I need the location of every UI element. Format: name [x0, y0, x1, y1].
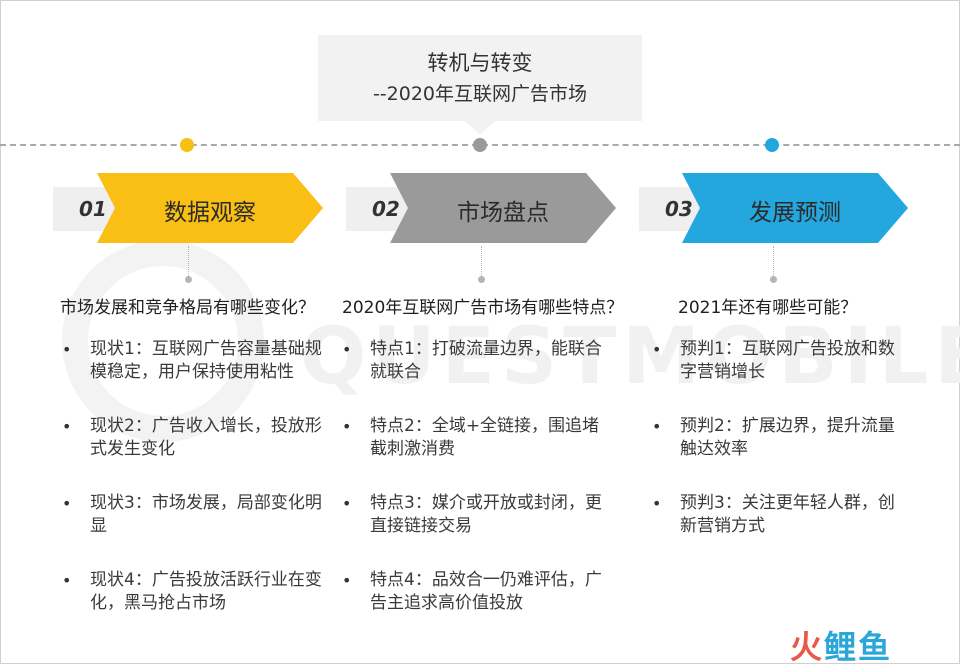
- bullet-list-1: 现状1：互联网广告容量基础规模稳定，用户保持使用粘性 现状2：广告收入增长，投放…: [60, 338, 335, 646]
- question-3: 2021年还有哪些可能？: [678, 298, 858, 318]
- step-connector-dot-3: [770, 276, 777, 283]
- list-item: 特点2：全域+全链接，围追堵截刺激消费: [340, 415, 615, 461]
- step-heading-2: 市场盘点: [457, 200, 549, 226]
- list-item: 现状1：互联网广告容量基础规模稳定，用户保持使用粘性: [60, 338, 335, 384]
- step-number-1: 01: [79, 197, 107, 221]
- list-item: 预判3：关注更年轻人群，创新营销方式: [650, 492, 905, 538]
- list-item: 预判1：互联网广告投放和数字营销增长: [650, 338, 905, 384]
- question-2: 2020年互联网广告市场有哪些特点？: [342, 298, 624, 318]
- step-arrow-shape-2: [390, 173, 616, 243]
- step-number-2: 02: [372, 197, 400, 221]
- brand-logo-part2: 鲤鱼: [824, 628, 893, 666]
- step-heading-3: 发展预测: [749, 200, 841, 226]
- list-item: 现状3：市场发展，局部变化明显: [60, 492, 335, 538]
- step-connector-dot-2: [478, 276, 485, 283]
- step-connector-3: [773, 246, 774, 278]
- list-item: 特点3：媒介或开放或封闭，更直接链接交易: [340, 492, 615, 538]
- title-box: 转机与转变 --2020年互联网广告市场: [318, 35, 642, 135]
- list-item: 预判2：扩展边界，提升流量触达效率: [650, 415, 905, 461]
- timeline-dot-2: [473, 138, 487, 152]
- step-arrow-1: 数据观察: [97, 173, 323, 243]
- page-subtitle: --2020年互联网广告市场: [372, 83, 588, 105]
- timeline-dot-3: [765, 138, 779, 152]
- step-number-3: 03: [665, 197, 693, 221]
- step-connector-1: [188, 246, 189, 278]
- bullet-list-3: 预判1：互联网广告投放和数字营销增长 预判2：扩展边界，提升流量触达效率 预判3…: [650, 338, 905, 569]
- page-title: 转机与转变: [427, 51, 533, 75]
- step-connector-2: [481, 246, 482, 278]
- step-heading-1: 数据观察: [164, 200, 256, 226]
- list-item: 特点4：品效合一仍难评估，广告主追求高价值投放: [340, 569, 615, 615]
- step-arrow-shape-1: [97, 173, 323, 243]
- bullet-list-2: 特点1：打破流量边界，能联合就联合 特点2：全域+全链接，围追堵截刺激消费 特点…: [340, 338, 615, 646]
- brand-logo: 火鲤鱼: [790, 622, 892, 668]
- brand-logo-part1: 火: [790, 628, 825, 666]
- list-item: 现状4：广告投放活跃行业在变化，黑马抢占市场: [60, 569, 335, 615]
- timeline-dot-1: [180, 138, 194, 152]
- step-connector-dot-1: [185, 276, 192, 283]
- step-arrow-3: 发展预测: [682, 173, 908, 243]
- list-item: 特点1：打破流量边界，能联合就联合: [340, 338, 615, 384]
- list-item: 现状2：广告收入增长，投放形式发生变化: [60, 415, 335, 461]
- step-arrow-shape-3: [682, 173, 908, 243]
- step-arrow-2: 市场盘点: [390, 173, 616, 243]
- question-1: 市场发展和竞争格局有哪些变化？: [60, 298, 315, 318]
